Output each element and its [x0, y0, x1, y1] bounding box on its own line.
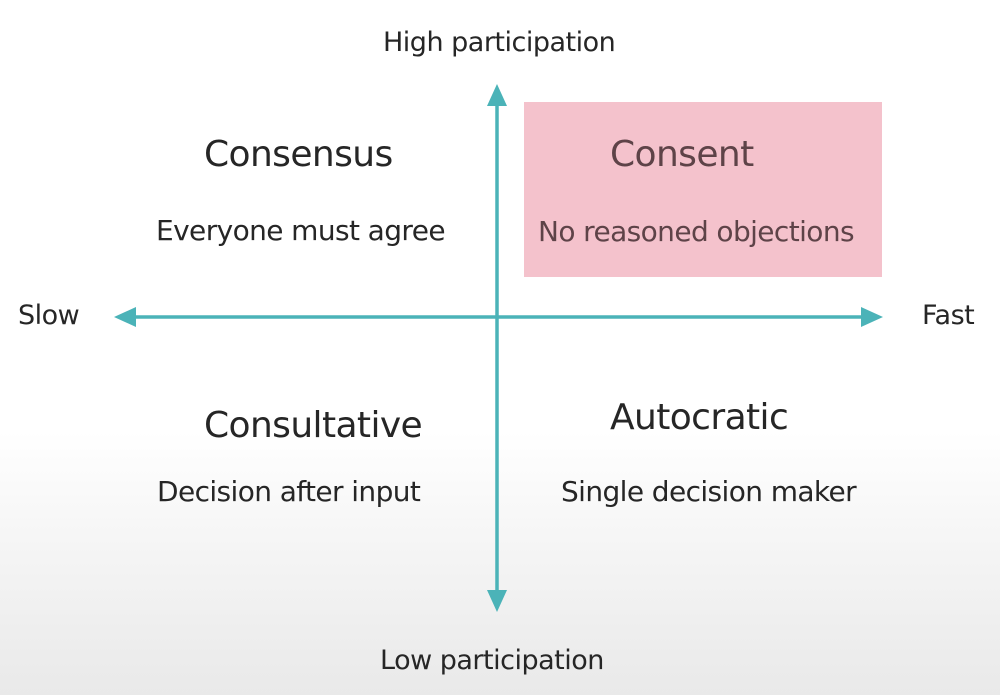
quadrant-title-consent: Consent	[610, 134, 754, 175]
consent-highlight-box	[524, 102, 882, 277]
axis-label-left: Slow	[18, 300, 80, 331]
arrow-left-icon	[114, 307, 136, 327]
quadrant-subtitle-consultative: Decision after input	[157, 475, 421, 508]
axis-label-top: High participation	[383, 27, 616, 58]
quadrant-subtitle-consent: No reasoned objections	[538, 215, 855, 248]
arrow-up-icon	[487, 84, 507, 106]
axis-label-right: Fast	[922, 300, 975, 331]
quadrant-title-consensus: Consensus	[204, 134, 393, 175]
arrow-down-icon	[487, 590, 507, 612]
quadrant-subtitle-autocratic: Single decision maker	[561, 475, 857, 508]
arrow-right-icon	[861, 307, 883, 327]
axis-label-bottom: Low participation	[380, 645, 604, 676]
quadrant-subtitle-consensus: Everyone must agree	[156, 214, 446, 247]
quadrant-title-consultative: Consultative	[204, 405, 423, 446]
quadrant-title-autocratic: Autocratic	[610, 397, 789, 438]
